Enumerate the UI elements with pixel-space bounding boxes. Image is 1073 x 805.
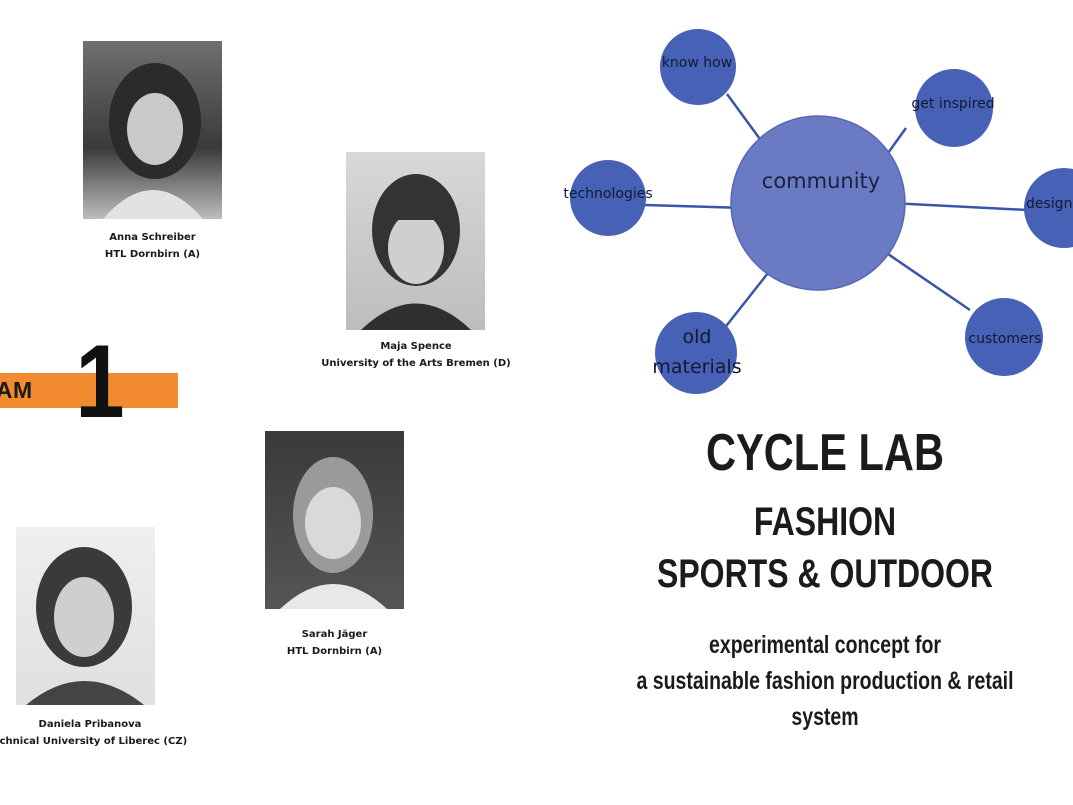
node-customers xyxy=(965,298,1043,376)
subtitle: experimental concept for a sustainable f… xyxy=(618,627,1031,735)
node-design xyxy=(1024,168,1073,248)
node-community xyxy=(730,115,906,291)
title-sports-outdoor: SPORTS & OUTDOOR xyxy=(656,552,994,596)
node-old-materials xyxy=(655,312,737,394)
caption-maja-spence: Maja Spence University of the Arts Breme… xyxy=(316,338,516,372)
member-affiliation: HTL Dornbirn (A) xyxy=(104,249,201,260)
connector-know-how xyxy=(725,93,767,147)
photo-daniela-pribanova xyxy=(16,527,155,705)
member-name: Sarah Jäger xyxy=(301,629,368,640)
team-word: EAM xyxy=(0,377,33,403)
label-customers: customers xyxy=(968,331,1041,347)
caption-sarah-jager: Sarah Jäger HTL Dornbirn (A) xyxy=(265,626,404,660)
member-affiliation: HTL Dornbirn (A) xyxy=(286,646,383,657)
label-get-inspired: get inspired xyxy=(911,96,994,112)
team-number: 1 xyxy=(75,324,125,440)
title-cycle-lab: CYCLE LAB xyxy=(705,424,945,482)
label-old-materials-line1: old xyxy=(683,326,712,348)
label-technologies: technologies xyxy=(563,186,652,202)
subtitle-line1: experimental concept for xyxy=(709,631,941,659)
title-fashion: FASHION xyxy=(753,500,897,544)
member-name: Anna Schreiber xyxy=(109,232,196,243)
caption-daniela-pribanova: Daniela Pribanova echnical University of… xyxy=(0,716,190,750)
photo-maja-spence xyxy=(346,152,485,330)
node-get-inspired xyxy=(915,69,993,147)
photo-sarah-jager xyxy=(265,431,404,609)
connector-old-materials xyxy=(722,267,773,331)
label-old-materials-line2: materials xyxy=(652,356,741,378)
team-bar xyxy=(0,373,178,408)
member-affiliation: echnical University of Liberec (CZ) xyxy=(0,736,188,747)
node-technologies xyxy=(570,160,646,236)
connector-design xyxy=(889,201,1029,212)
label-design: design xyxy=(1026,196,1072,212)
label-community: community xyxy=(762,169,880,193)
connector-technologies xyxy=(644,203,747,210)
member-name: Maja Spence xyxy=(380,341,452,352)
connector-customers xyxy=(887,252,971,312)
photo-anna-schreiber xyxy=(83,41,222,219)
mindmap-diagram: community know how get inspired technolo… xyxy=(563,29,1073,394)
member-name: Daniela Pribanova xyxy=(38,719,142,730)
subtitle-line2: a sustainable fashion production & retai… xyxy=(636,667,1014,731)
label-know-how: know how xyxy=(662,55,732,71)
node-know-how xyxy=(660,29,736,105)
member-affiliation: University of the Arts Bremen (D) xyxy=(321,358,511,369)
caption-anna-schreiber: Anna Schreiber HTL Dornbirn (A) xyxy=(83,229,222,263)
